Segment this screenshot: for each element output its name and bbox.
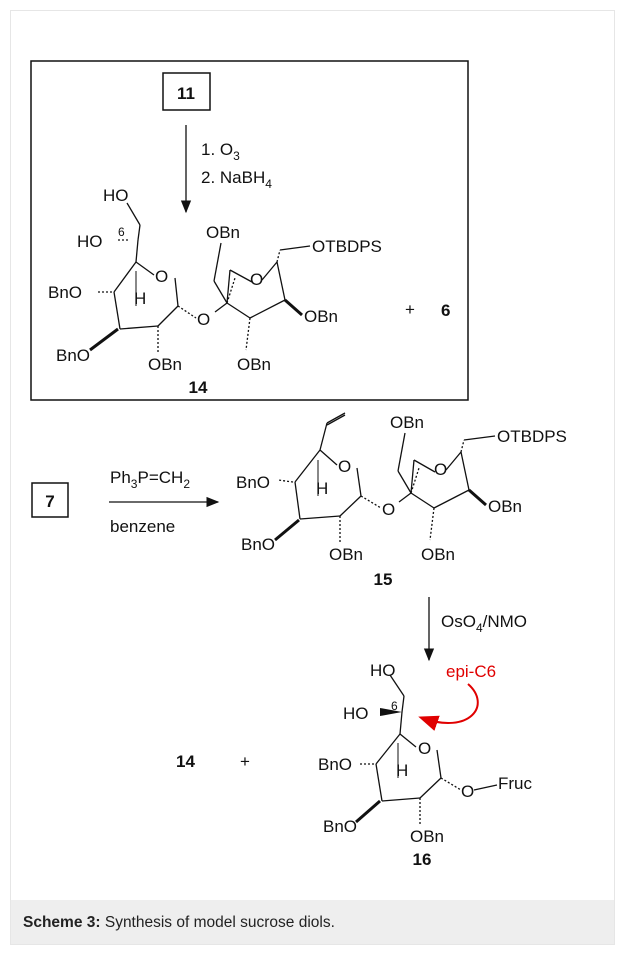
mol14-obn-low: OBn — [237, 355, 271, 374]
epi-c6-annotation: epi-C6 — [446, 662, 496, 681]
reaction1-plus: + — [405, 300, 415, 319]
mol14-o-ring: O — [155, 267, 168, 286]
mol14-otbdps: OTBDPS — [312, 237, 382, 256]
mol14-o-furanose: O — [250, 270, 263, 289]
mol16-bno-bottom: BnO — [323, 817, 357, 836]
molecule-15-bonds — [274, 412, 496, 542]
mol14-obn-ch2: OBn — [206, 223, 240, 242]
reaction3-reagent: OsO4/NMO — [441, 612, 527, 635]
mol15-obn-low: OBn — [421, 545, 455, 564]
mol14-obn-right: OBn — [304, 307, 338, 326]
reaction1-step1: 1. O3 — [201, 140, 240, 163]
mol15-obn-ch2: OBn — [390, 413, 424, 432]
compound-16-label: 16 — [413, 850, 432, 869]
reaction2-reagent: Ph3P=CH2 — [110, 468, 190, 491]
mol15-h: H — [316, 479, 328, 498]
mol16-obn-bottom: OBn — [410, 827, 444, 846]
molecule-16-labels: HO HO 6 BnO H O O Fruc BnO OBn — [318, 661, 533, 846]
molecule-15-labels: BnO H O BnO OBn O OBn O OTBDPS OBn OBn — [236, 413, 567, 564]
mol15-obn-bottom: OBn — [329, 545, 363, 564]
molecule-14-bonds — [89, 202, 311, 352]
molecule-14-labels: HO HO 6 BnO H O BnO OBn O OBn O OTBDPS O… — [48, 186, 382, 374]
mol15-obn-right: OBn — [488, 497, 522, 516]
mol14-bno-left: BnO — [48, 283, 82, 302]
compound-7-label: 7 — [45, 492, 54, 511]
caption-label: Scheme 3: — [23, 914, 101, 931]
compound-14-label: 14 — [189, 378, 208, 397]
mol16-wedge-bond — [380, 708, 402, 716]
figure-caption: Scheme 3: Synthesis of model sucrose dio… — [11, 900, 614, 944]
figure-frame — [10, 10, 615, 945]
compound-11-label: 11 — [177, 84, 195, 103]
reaction3-compound-14: 14 — [176, 752, 195, 771]
compound-11-box — [162, 72, 211, 111]
reaction2-solvent: benzene — [110, 517, 175, 536]
mol16-h: H — [396, 761, 408, 780]
reaction3-plus: + — [240, 752, 250, 771]
mol15-o-link: O — [382, 500, 395, 519]
mol14-ho-top: HO — [103, 186, 129, 205]
mol16-bno-left: BnO — [318, 755, 352, 774]
mol14-o-link: O — [197, 310, 210, 329]
mol16-o-ring: O — [418, 739, 431, 758]
epi-c6-arrow — [418, 683, 479, 731]
mol15-o-furanose: O — [434, 460, 447, 479]
mol15-otbdps: OTBDPS — [497, 427, 567, 446]
mol14-h: H — [134, 289, 146, 308]
mol16-o-link: O — [461, 782, 474, 801]
mol14-bno-bottom: BnO — [56, 346, 90, 365]
mol14-ho-c6: HO — [77, 232, 103, 251]
compound-7-box — [31, 482, 69, 518]
mol16-fruc: Fruc — [498, 774, 533, 793]
mol15-o-ring: O — [338, 457, 351, 476]
reaction1-byproduct-6: 6 — [441, 301, 450, 320]
mol16-c6-number: 6 — [391, 699, 398, 713]
compound-15-label: 15 — [374, 570, 393, 589]
reaction1-box — [30, 60, 469, 401]
mol15-bno-bottom: BnO — [241, 535, 275, 554]
molecule-16-bonds — [355, 674, 498, 824]
mol16-ho-c6: HO — [343, 704, 369, 723]
caption-text: Synthesis of model sucrose diols. — [100, 914, 335, 931]
mol14-c6-number: 6 — [118, 225, 125, 239]
mol14-obn-bottom: OBn — [148, 355, 182, 374]
mol16-ho-top: HO — [370, 661, 396, 680]
mol15-bno-left: BnO — [236, 473, 270, 492]
reaction1-step2: 2. NaBH4 — [201, 168, 272, 191]
